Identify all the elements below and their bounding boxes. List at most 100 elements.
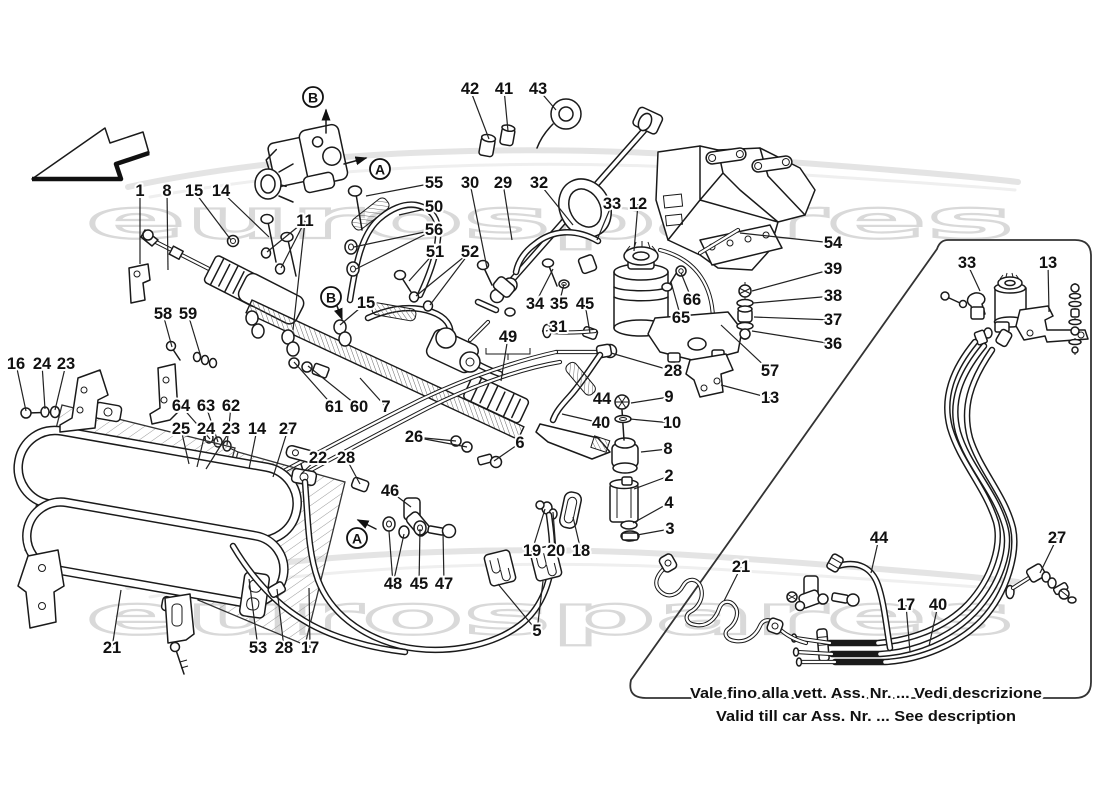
leader-line-13 bbox=[1047, 262, 1050, 313]
part-label-57: 57 bbox=[761, 362, 779, 380]
part-label-50: 50 bbox=[425, 198, 443, 216]
part-label-6: 6 bbox=[515, 434, 524, 452]
leader-line-48 bbox=[388, 530, 394, 585]
leader-line-19 bbox=[531, 508, 546, 552]
part-label-20: 20 bbox=[547, 542, 565, 560]
part-label-46: 46 bbox=[381, 482, 399, 500]
part-label-24: 24 bbox=[197, 420, 216, 438]
leader-line-30 bbox=[469, 182, 488, 269]
part-label-13: 13 bbox=[1039, 254, 1057, 272]
leader-line-23 bbox=[205, 428, 232, 470]
circled-letter-a: A bbox=[375, 162, 385, 178]
leader-line-20 bbox=[552, 511, 557, 552]
leader-line-5 bbox=[497, 583, 538, 632]
leader-line-44 bbox=[601, 398, 614, 403]
part-label-5: 5 bbox=[532, 622, 541, 640]
part-label-38: 38 bbox=[824, 287, 842, 305]
reservoir-drawing bbox=[512, 229, 754, 424]
part-label-34: 34 bbox=[526, 295, 545, 313]
part-label-18: 18 bbox=[572, 542, 590, 560]
leader-line-31 bbox=[545, 326, 559, 332]
leader-line-45 bbox=[584, 303, 591, 334]
part-label-65: 65 bbox=[672, 309, 690, 327]
part-label-23: 23 bbox=[57, 355, 75, 373]
steering-rack-drawing bbox=[128, 213, 640, 542]
leader-line-57 bbox=[720, 324, 771, 372]
leader-line-11 bbox=[280, 220, 306, 269]
leader-line-35 bbox=[558, 283, 565, 305]
leader-line-26 bbox=[413, 436, 457, 442]
part-label-40: 40 bbox=[592, 414, 610, 432]
leader-line-50 bbox=[398, 206, 435, 216]
leader-line-60 bbox=[307, 365, 360, 408]
part-label-28: 28 bbox=[664, 362, 682, 380]
part-label-27: 27 bbox=[1048, 529, 1066, 547]
leader-line-3 bbox=[636, 528, 671, 536]
leader-line-26 bbox=[413, 436, 468, 448]
leader-line-32 bbox=[538, 182, 574, 226]
leader-line-51 bbox=[408, 251, 436, 282]
leader-line-65 bbox=[670, 281, 682, 319]
leader-line-4 bbox=[632, 502, 670, 524]
part-label-2: 2 bbox=[664, 467, 673, 485]
part-label-43: 43 bbox=[529, 80, 547, 98]
part-label-3: 3 bbox=[665, 520, 674, 538]
leader-line-12 bbox=[633, 203, 639, 252]
leader-line-52 bbox=[415, 251, 471, 297]
part-label-28: 28 bbox=[275, 639, 293, 657]
part-label-55: 55 bbox=[425, 174, 443, 192]
leader-line-25 bbox=[180, 428, 190, 465]
leader-line-29 bbox=[502, 182, 513, 241]
part-label-16: 16 bbox=[7, 355, 25, 373]
leader-line-40 bbox=[561, 413, 602, 424]
leader-line-38 bbox=[752, 295, 834, 304]
power-steering-pump-drawing bbox=[254, 108, 368, 203]
leader-line-28 bbox=[276, 588, 285, 649]
direction-arrow bbox=[31, 127, 150, 182]
leader-line-17 bbox=[905, 604, 911, 653]
part-label-37: 37 bbox=[824, 311, 842, 329]
leader-line-18 bbox=[572, 516, 582, 552]
leader-line-15 bbox=[339, 302, 367, 326]
part-label-21: 21 bbox=[732, 558, 750, 576]
part-label-17: 17 bbox=[897, 596, 915, 614]
part-label-51: 51 bbox=[426, 243, 444, 261]
part-label-33: 33 bbox=[603, 195, 621, 213]
leader-line-13 bbox=[720, 384, 771, 399]
leader-line-33 bbox=[596, 203, 613, 241]
leader-line-2 bbox=[633, 475, 670, 490]
part-label-60: 60 bbox=[350, 398, 368, 416]
caption-english: Valid till car Ass. Nr. ... See descript… bbox=[716, 708, 1016, 725]
leader-line-11 bbox=[292, 220, 306, 331]
part-label-8: 8 bbox=[663, 440, 672, 458]
part-label-23: 23 bbox=[222, 420, 240, 438]
leader-line-42 bbox=[469, 88, 490, 140]
part-label-33: 33 bbox=[958, 254, 976, 272]
leader-line-59 bbox=[187, 313, 202, 358]
part-label-8: 8 bbox=[162, 182, 171, 200]
part-label-1: 1 bbox=[135, 182, 144, 200]
inset-panel-border bbox=[629, 239, 1092, 699]
leader-line-8 bbox=[640, 448, 669, 453]
part-label-32: 32 bbox=[530, 174, 548, 192]
part-label-39: 39 bbox=[824, 260, 842, 278]
watermark-top: eurospares bbox=[85, 147, 1021, 252]
part-label-31: 31 bbox=[549, 318, 567, 336]
leader-line-49 bbox=[500, 336, 509, 382]
leader-line-39 bbox=[751, 268, 834, 292]
part-label-47: 47 bbox=[435, 575, 453, 593]
leader-line-17 bbox=[308, 587, 311, 649]
engine-bracket-drawing bbox=[655, 145, 816, 271]
part-label-49: 49 bbox=[499, 328, 517, 346]
part-label-13: 13 bbox=[761, 389, 779, 407]
watermark-text: eurospares bbox=[86, 188, 1014, 251]
leader-line-40 bbox=[928, 604, 939, 647]
part-label-44: 44 bbox=[870, 529, 889, 547]
part-label-21: 21 bbox=[103, 639, 121, 657]
part-label-14: 14 bbox=[248, 420, 267, 438]
leader-line-15 bbox=[193, 190, 232, 241]
leader-line-24 bbox=[41, 363, 46, 410]
leader-line-16 bbox=[15, 363, 27, 412]
circled-letter-b: B bbox=[326, 290, 336, 306]
